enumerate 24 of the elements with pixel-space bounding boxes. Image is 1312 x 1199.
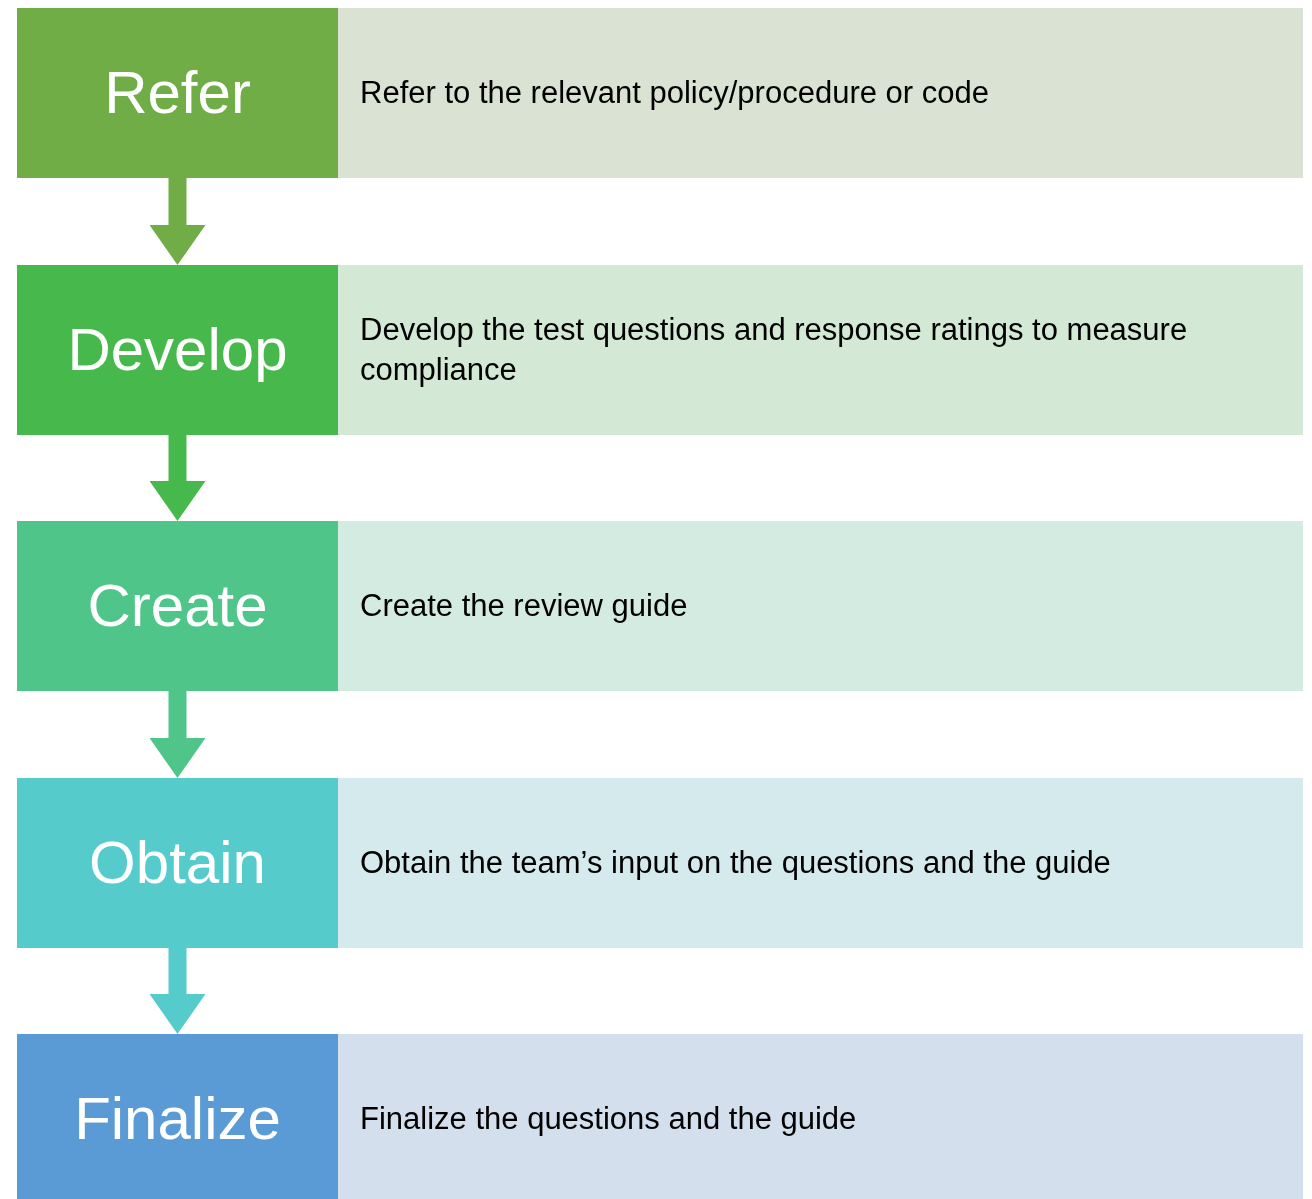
step-box [17, 1034, 338, 1199]
description-panel [338, 265, 1303, 435]
step-description: Finalize the questions and the guide [360, 1099, 857, 1138]
step-box [17, 521, 338, 691]
description-panel [338, 8, 1303, 178]
step-title: Obtain [89, 833, 266, 893]
step-title: Finalize [74, 1089, 281, 1149]
description-panel [338, 521, 1303, 691]
step-box [17, 265, 338, 435]
step-box [17, 8, 338, 178]
description-panel [338, 778, 1303, 948]
step-description: Refer to the relevant policy/procedure or code [360, 73, 989, 112]
arrow [149, 435, 206, 521]
step-title: Create [87, 576, 268, 636]
description-panel [338, 1034, 1303, 1199]
arrow [149, 948, 206, 1034]
step-description: Create the review guide [360, 586, 688, 625]
step-title: Develop [67, 320, 288, 380]
step-title: Refer [104, 63, 251, 123]
arrow [149, 691, 206, 778]
step-description: Develop the test questions and response ratings to measure compliance [360, 310, 1189, 389]
arrow [149, 178, 206, 265]
step-description: Obtain the team’s input on the questions and the guide [360, 843, 1111, 882]
step-box [17, 778, 338, 948]
